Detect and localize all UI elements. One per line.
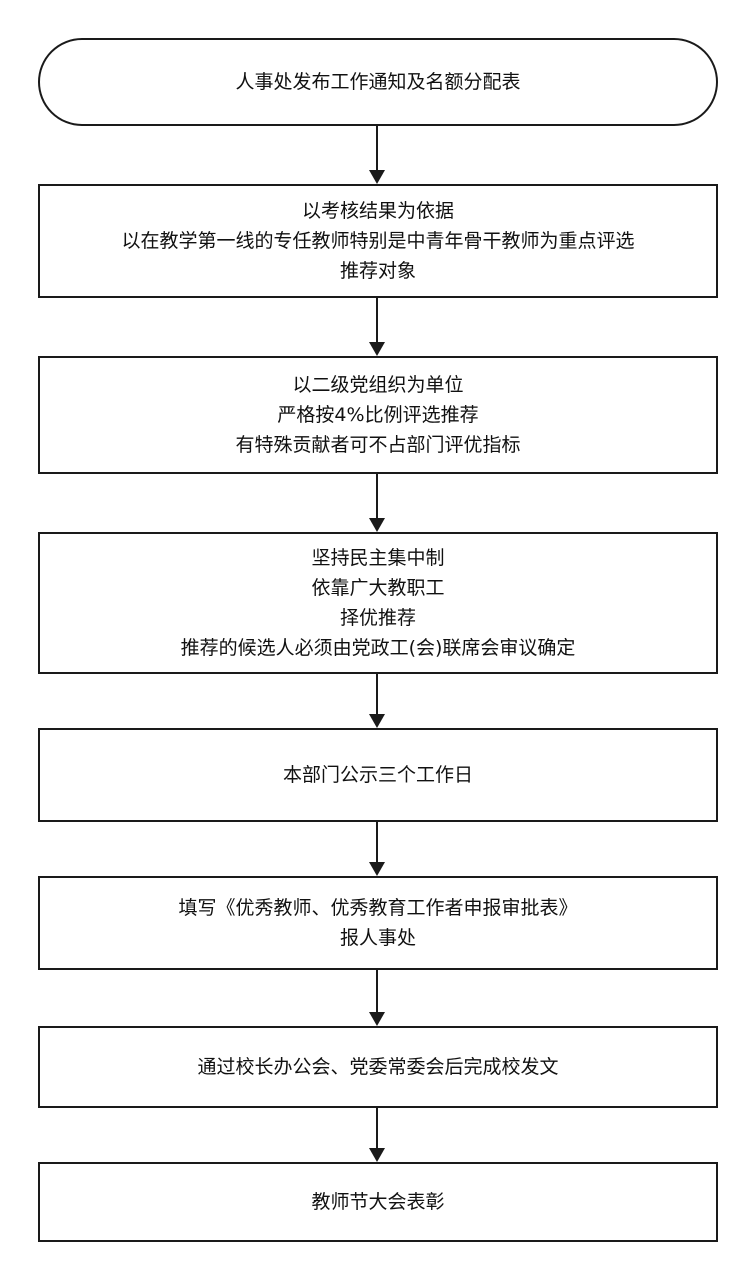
flow-step-6-line-2: 报人事处 [339,927,416,949]
flow-step-4-line-4: 推荐的候选人必须由党政工(会)联席会审议确定 [180,637,576,659]
flow-step-6-line-1: 填写《优秀教师、优秀教育工作者申报审批表》 [178,897,578,919]
flow-step-4-line-2: 依靠广大教职工 [311,577,445,599]
flow-arrow-7 [369,1108,385,1162]
flow-arrow-2 [369,298,385,356]
flow-arrow-1 [369,126,385,184]
flow-step-8-line-1: 教师节大会表彰 [311,1191,445,1213]
flow-step-3-line-1: 以二级党组织为单位 [292,374,464,396]
flow-step-4-line-3: 择优推荐 [339,607,416,629]
flow-step-4-line-1: 坚持民主集中制 [311,547,445,569]
flow-step-2: 以考核结果为依据 以在教学第一线的专任教师特别是中青年骨干教师为重点评选 推荐对… [38,184,718,298]
flow-step-3-line-2: 严格按4%比例评选推荐 [277,404,479,426]
flow-step-1-text: 人事处发布工作通知及名额分配表 [235,71,521,93]
flow-arrow-5 [369,822,385,876]
flow-step-7: 通过校长办公会、党委常委会后完成校发文 [38,1026,718,1108]
flow-step-2-line-1: 以考核结果为依据 [301,200,454,222]
flow-step-5: 本部门公示三个工作日 [38,728,718,822]
flow-step-4: 坚持民主集中制 依靠广大教职工 择优推荐 推荐的候选人必须由党政工(会)联席会审… [38,532,718,674]
flow-step-7-line-1: 通过校长办公会、党委常委会后完成校发文 [197,1056,559,1078]
flow-step-5-line-1: 本部门公示三个工作日 [282,764,473,786]
flow-step-1-start: 人事处发布工作通知及名额分配表 [38,38,718,126]
flow-arrow-3 [369,474,385,532]
flow-arrow-6 [369,970,385,1026]
flow-step-2-line-2: 以在教学第一线的专任教师特别是中青年骨干教师为重点评选 [121,230,635,252]
flow-step-6: 填写《优秀教师、优秀教育工作者申报审批表》 报人事处 [38,876,718,970]
flow-step-3-line-3: 有特殊贡献者可不占部门评优指标 [235,434,521,456]
flow-arrow-4 [369,674,385,728]
flow-step-2-line-3: 推荐对象 [339,260,416,282]
flow-step-3: 以二级党组织为单位 严格按4%比例评选推荐 有特殊贡献者可不占部门评优指标 [38,356,718,474]
flow-step-8-end: 教师节大会表彰 [38,1162,718,1242]
